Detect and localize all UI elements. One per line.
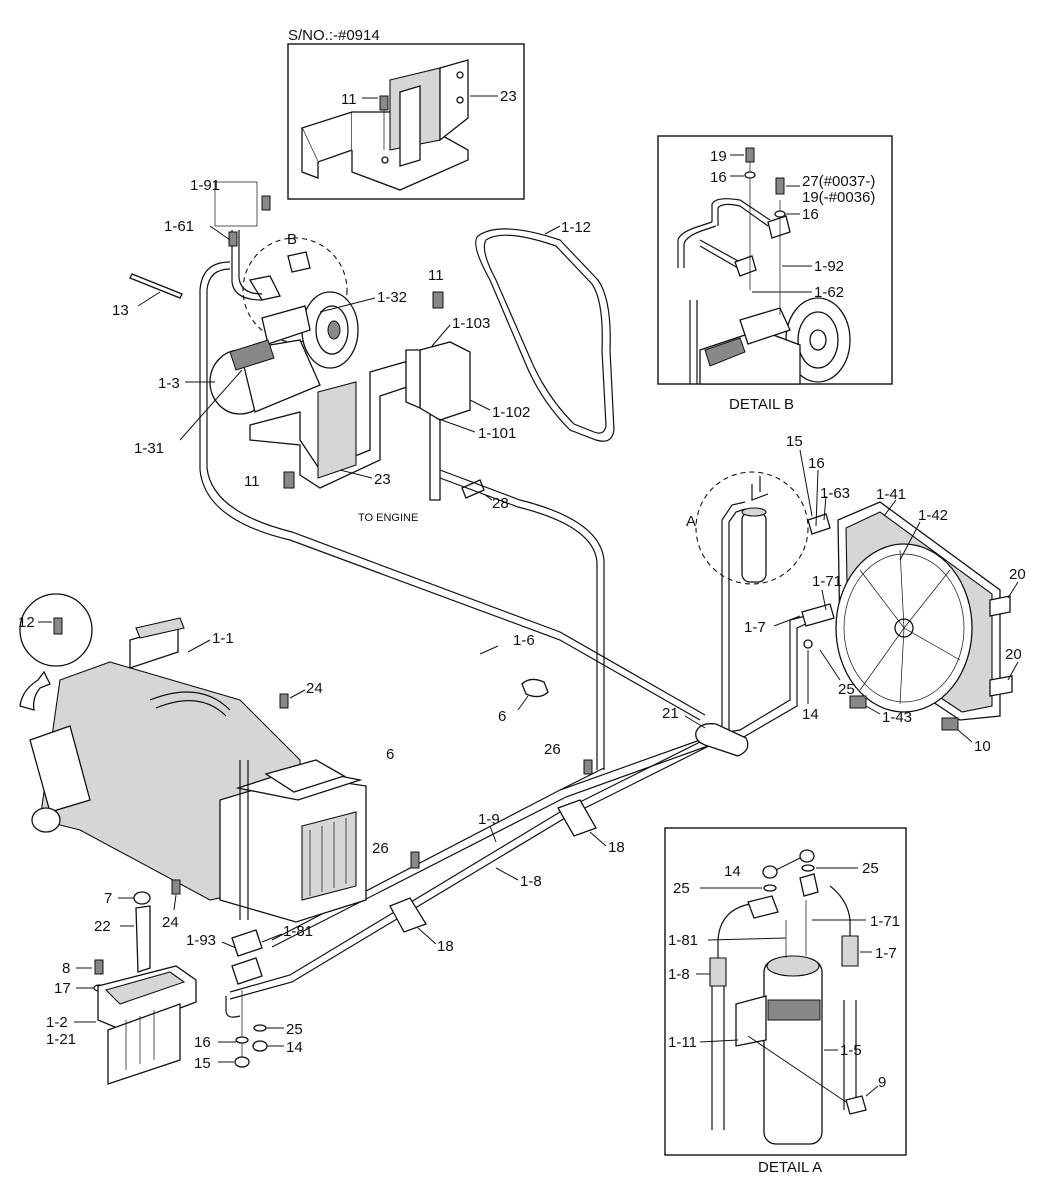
label-15c: 15 — [194, 1055, 211, 1072]
label-8: 8 — [62, 960, 70, 977]
label-a-25b: 25 — [862, 860, 879, 877]
label-11-mid: 11 — [428, 267, 444, 284]
label-1-12: 1-12 — [561, 219, 591, 236]
label-1-6: 1-6 — [513, 632, 535, 649]
label-b-19: 19 — [710, 148, 727, 165]
label-6a: 6 — [498, 708, 506, 725]
belt: 1-12 — [475, 219, 615, 442]
label-23-low: 23 — [374, 471, 391, 488]
label-1-8: 1-8 — [520, 873, 542, 890]
label-12: 12 — [18, 614, 35, 631]
label-28: 28 — [492, 495, 509, 512]
label-1-43: 1-43 — [882, 709, 912, 726]
label-1-7: 1-7 — [744, 619, 766, 636]
label-24b: 24 — [162, 914, 179, 931]
detail-a-title: DETAIL A — [758, 1159, 822, 1176]
label-1-71: 1-71 — [812, 573, 842, 590]
label-b-19b: 19(-#0036) — [802, 189, 875, 206]
label-7: 7 — [104, 890, 112, 907]
detail-b-marker: B — [287, 231, 297, 248]
detail-b: DETAIL B 19 16 27(#0037-) 19(-#0036) 16 … — [657, 135, 893, 413]
label-10: 10 — [974, 738, 991, 755]
to-engine-note: TO ENGINE — [358, 512, 418, 524]
serial-inset: S/NO.:-#0914 11 23 — [287, 27, 525, 200]
label-b-27: 27(#0037-) — [802, 173, 875, 190]
label-a-25a: 25 — [673, 880, 690, 897]
label-22: 22 — [94, 918, 111, 935]
label-b-1-92: 1-92 — [814, 258, 844, 275]
label-13: 13 — [112, 302, 129, 319]
label-26a: 26 — [544, 741, 561, 758]
label-a-9: 9 — [878, 1074, 886, 1091]
label-14c: 14 — [286, 1039, 303, 1056]
label-18b: 18 — [437, 938, 454, 955]
label-16c: 16 — [194, 1034, 211, 1051]
label-1-91: 1-91 — [190, 177, 220, 194]
label-a-1-71: 1-71 — [870, 913, 900, 930]
label-a-1-7: 1-7 — [875, 945, 897, 962]
label-1-21: 1-21 — [46, 1031, 76, 1048]
label-1-93: 1-93 — [186, 932, 216, 949]
label-1-81: 1-81 — [283, 923, 313, 940]
label-20a: 20 — [1009, 566, 1026, 583]
label-15: 15 — [786, 433, 803, 450]
label-1-31: 1-31 — [134, 440, 164, 457]
label-a-14: 14 — [724, 863, 741, 880]
label-21: 21 — [662, 705, 679, 722]
detail-b-title: DETAIL B — [729, 396, 794, 413]
label-1-42: 1-42 — [918, 507, 948, 524]
label-11-low: 11 — [244, 473, 260, 490]
condenser-fan: 20 20 1-41 1-42 15 16 1-63 1-71 1-7 25 1… — [744, 433, 1026, 755]
label-17: 17 — [54, 980, 71, 997]
label-23-top: 23 — [500, 88, 517, 105]
label-18a: 18 — [608, 839, 625, 856]
control-panel: 8 17 1-2 1-21 — [46, 959, 197, 1085]
compressor-assembly: B 13 1-91 1-61 1-32 1-3 — [112, 177, 706, 721]
label-1-41: 1-41 — [876, 486, 906, 503]
detail-a-marker: A — [686, 513, 696, 530]
label-a-1-11: 1-11 — [668, 1034, 697, 1051]
label-25c: 25 — [286, 1021, 303, 1038]
label-20b: 20 — [1005, 646, 1022, 663]
label-b-16a: 16 — [710, 169, 727, 186]
label-14: 14 — [802, 706, 819, 723]
label-26b: 26 — [372, 840, 389, 857]
label-a-1-81: 1-81 — [668, 932, 698, 949]
serial-note: S/NO.:-#0914 — [288, 27, 380, 44]
label-24a: 24 — [306, 680, 323, 697]
detail-a-frame — [664, 827, 907, 1156]
pipe-routing: 21 6 1-6 18 26 1-9 1-8 18 26 — [229, 501, 811, 1000]
receiver-drier: A — [686, 471, 809, 585]
label-1-3: 1-3 — [158, 375, 180, 392]
label-b-16b: 16 — [802, 206, 819, 223]
label-b-1-62: 1-62 — [814, 284, 844, 301]
label-25: 25 — [838, 681, 855, 698]
label-a-1-8: 1-8 — [668, 966, 690, 983]
label-16: 16 — [808, 455, 825, 472]
label-6b: 6 — [386, 746, 394, 763]
label-1-2: 1-2 — [46, 1014, 68, 1031]
detail-a: DETAIL A 14 25 25 1-71 1-81 1-7 1-8 — [664, 827, 907, 1176]
evaporator-unit: 12 1-1 24 6 7 24 22 — [18, 593, 394, 1072]
label-1-32: 1-32 — [377, 289, 407, 306]
label-1-9: 1-9 — [478, 811, 500, 828]
label-11-top: 11 — [341, 91, 357, 108]
label-1-61: 1-61 — [164, 218, 194, 235]
label-1-101: 1-101 — [478, 425, 516, 442]
label-1-63: 1-63 — [820, 485, 850, 502]
detail-a-marker-circle — [695, 471, 809, 585]
label-1-103: 1-103 — [452, 315, 490, 332]
label-1-102: 1-102 — [492, 404, 530, 421]
label-a-1-5: 1-5 — [840, 1042, 862, 1059]
serial-inset-frame — [287, 43, 525, 200]
label-1-1: 1-1 — [212, 630, 234, 647]
